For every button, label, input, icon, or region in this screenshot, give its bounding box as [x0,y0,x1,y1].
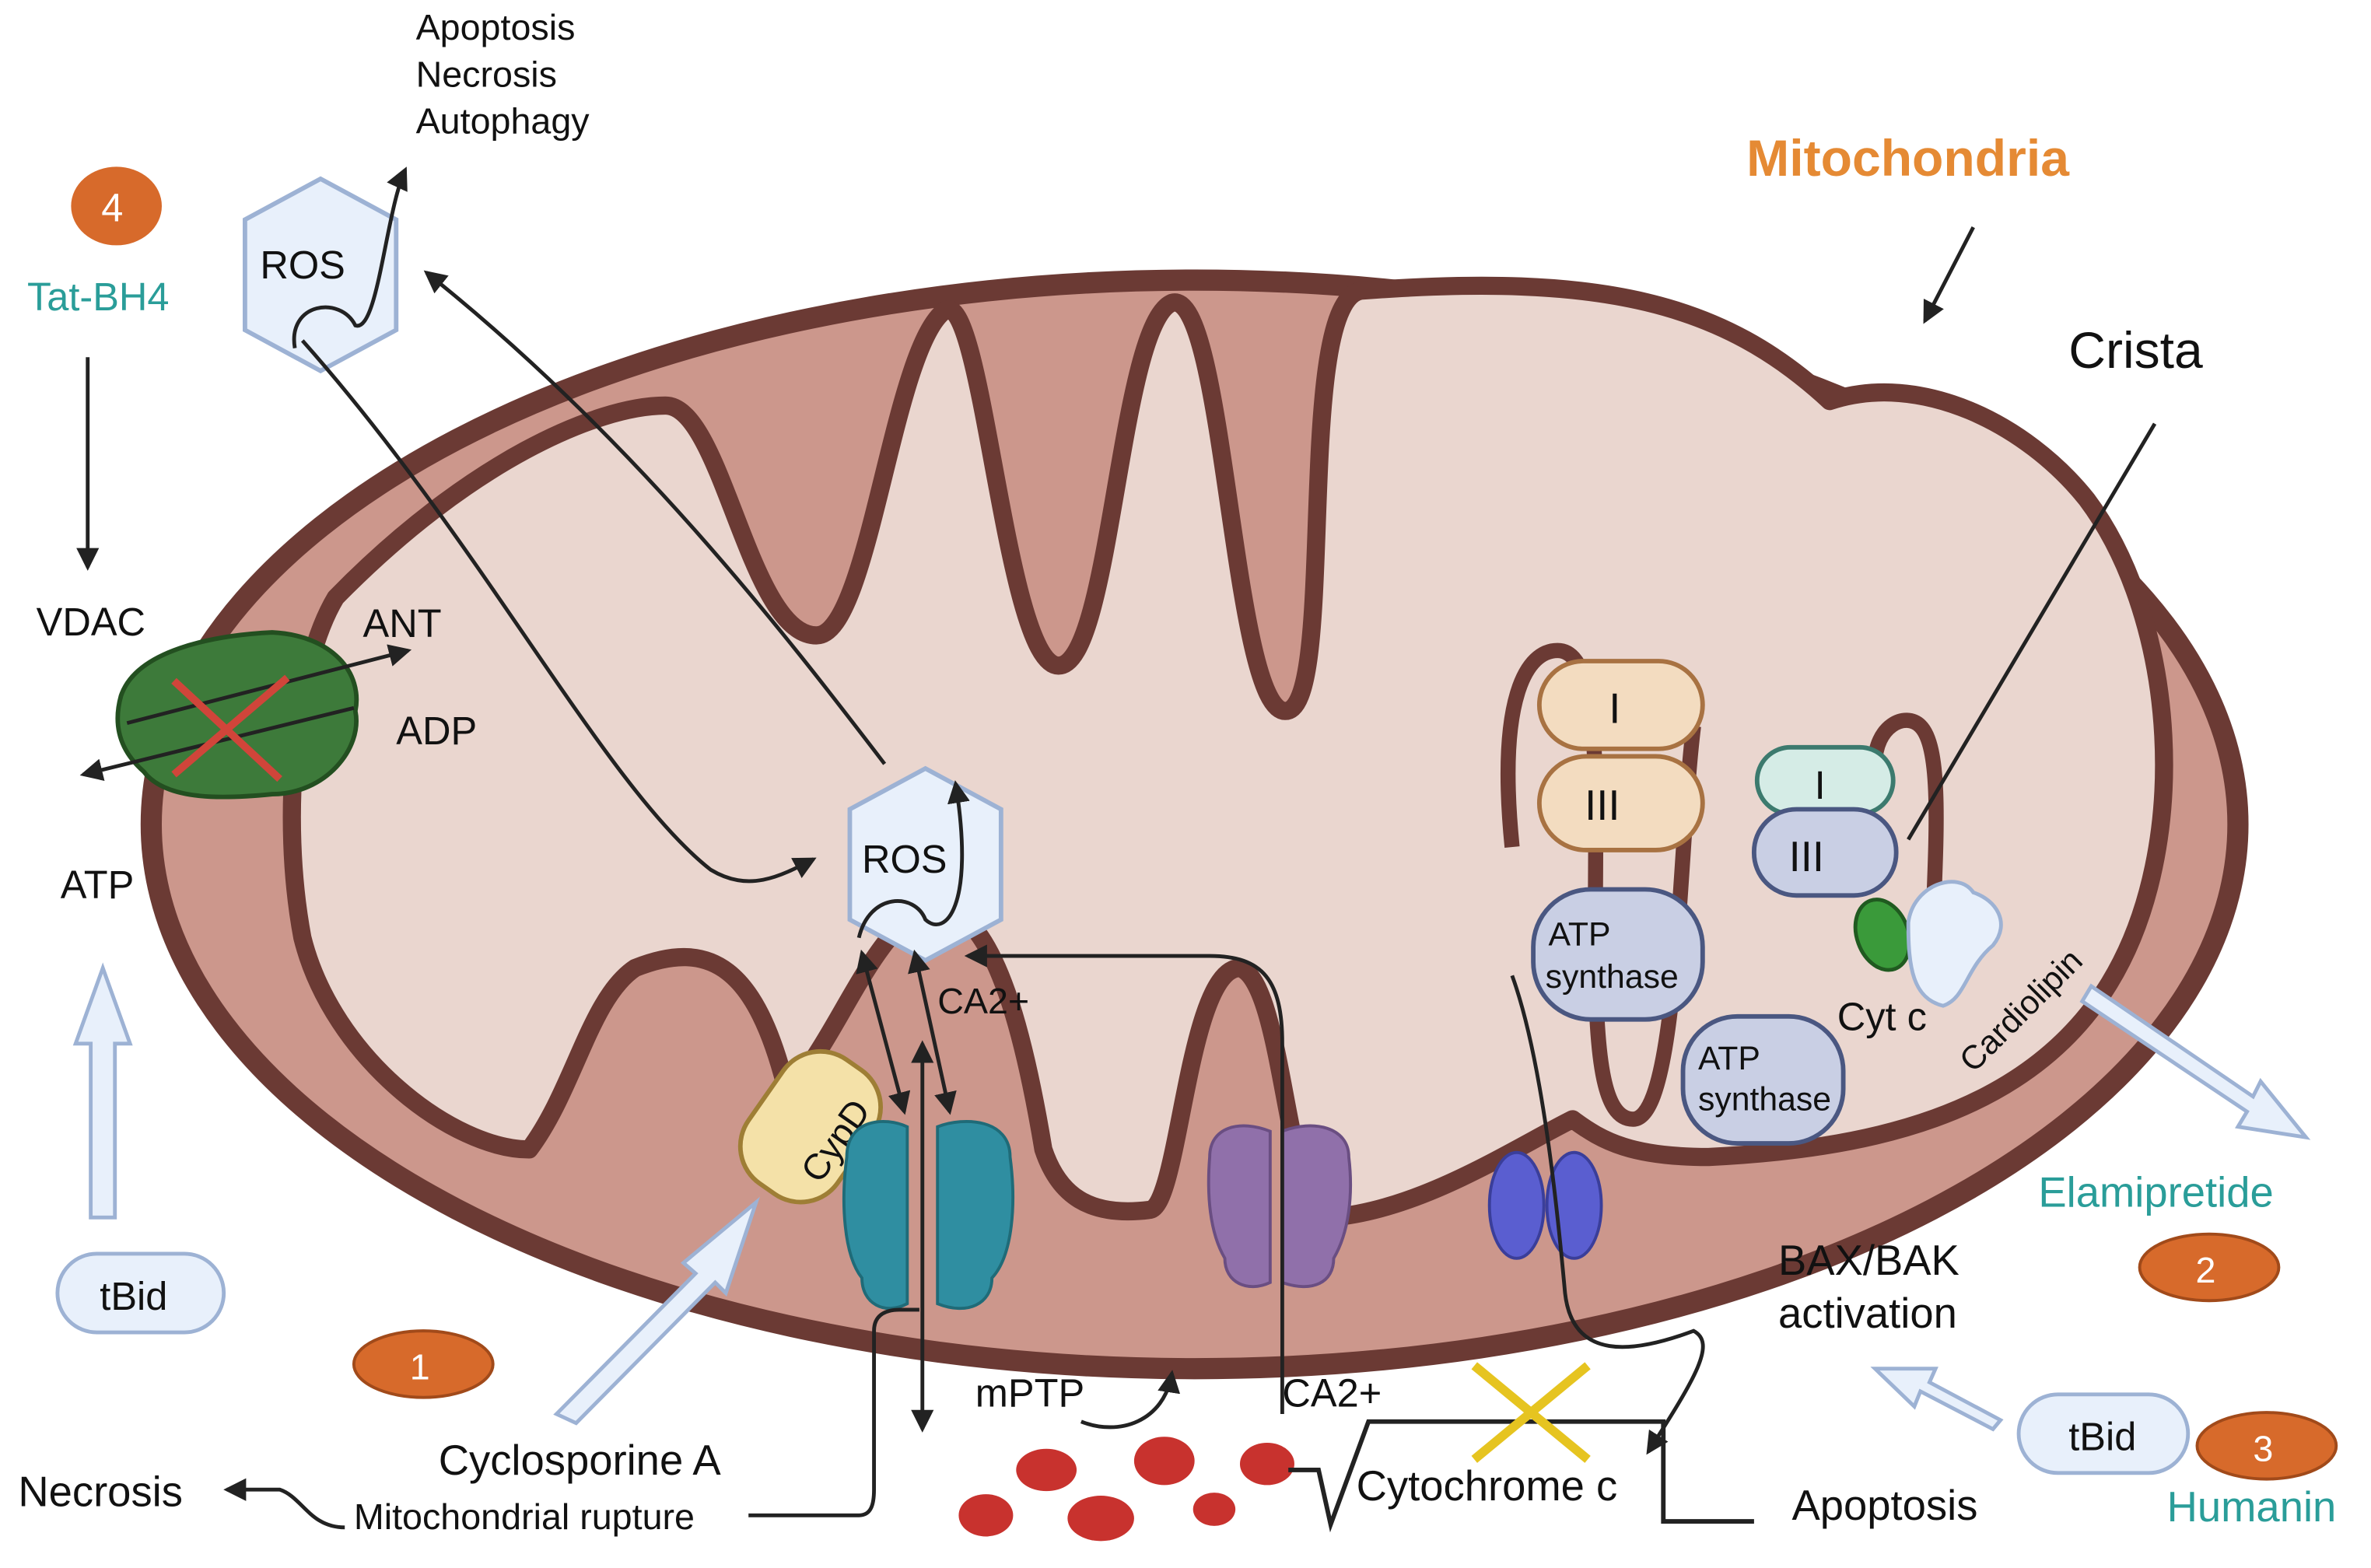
cytochrome-dot-1 [1016,1448,1077,1492]
tbid-left-box [55,1251,226,1335]
mitochondrion [140,269,2249,1380]
mptp-label: mPTP [975,1370,1084,1415]
vdac-label: VDAC [37,600,145,644]
purple-channel-icon [1207,1124,1353,1289]
cyclosporine-label: Cyclosporine A [439,1437,722,1484]
complex-iii-b-label: III [1789,833,1824,880]
complex-iii-a [1536,754,1705,852]
bax-bak-line1: BAX/BAK [1778,1237,1959,1284]
ros-center: ROS [847,765,1003,964]
outcome-autophagy: Autophagy [416,101,590,142]
tbid-left-label: tBid [100,1274,167,1318]
badge-4 [71,166,162,246]
atp-up-arrow [72,962,133,1220]
adp-label: ADP [396,709,477,753]
elamipretide-arrow [2079,983,2311,1140]
arrow-ros-top-to-center [300,339,817,884]
cyclosporine-arrow [553,1196,760,1426]
cyt-c-label: Cyt c [1837,994,1927,1038]
badge-1 [352,1329,495,1399]
elamipretide-label: Elamipretide [2038,1169,2273,1216]
atp-synthase-to-cytochrome [1510,975,1705,1455]
mptp-channel [842,1119,1014,1311]
outcome-apoptosis: Apoptosis [416,7,576,47]
cytochrome-block-2 [1471,1362,1591,1463]
badge-4-label: 4 [101,185,123,229]
atp-synthase-b-line1: ATP [1698,1040,1760,1077]
badge-3 [2195,1411,2338,1481]
cytochrome-dot-6 [1193,1493,1236,1526]
complex-i-a-label: I [1609,685,1620,733]
humanin-arrow [1870,1367,2004,1432]
mptp-ros-arrow-1 [856,949,911,1115]
rupture-label: Mitochondrial rupture [354,1496,695,1537]
complex-iii-a-label: III [1585,782,1620,829]
tat-bh4-label: Tat-BH4 [27,275,170,319]
cytochrome-dot-5 [1067,1496,1134,1542]
ca-outer-label: CA2+ [1282,1370,1382,1415]
mitochondria-title: Mitochondria [1746,130,2070,187]
complex-i-b-label: I [1815,763,1826,807]
cytochrome-dot-2 [1133,1437,1195,1486]
ros-center-squiggle [856,780,970,939]
mitochondria-pointer [1923,226,1975,324]
badge-1-label: 1 [410,1346,430,1387]
ros-top-squiggle [292,166,408,349]
bax-bak-line2: activation [1778,1290,1957,1337]
mptp-small-arrow [1080,1370,1181,1430]
vdac-channel [79,630,412,800]
atp-synthase-a-line1: ATP [1549,915,1611,953]
cytochrome-dot-3 [1239,1442,1294,1486]
crista-fold-2 [1867,712,1944,939]
necrosis-arrow [223,1478,345,1530]
tbid-right-box [2016,1392,2191,1475]
cytochrome-label: Cytochrome c [1357,1462,1618,1510]
complex-iii-b [1751,807,1899,898]
ros-center-label: ROS [862,837,947,881]
arrow-ros-center-to-top [423,270,887,765]
block-x-2 [171,674,290,778]
ros-top: ROS [242,166,408,374]
complex-i-a [1536,659,1705,751]
badge-3-label: 3 [2253,1428,2273,1468]
cytochrome-bracket [1288,1419,1754,1533]
badge-2-label: 2 [2196,1250,2216,1290]
outcome-necrosis: Necrosis [416,54,557,94]
ca-outer-path [964,944,1284,1415]
ca-inner-label: CA2+ [937,981,1029,1021]
crista-label: Crista [2068,322,2203,380]
tbid-right-label: tBid [2068,1415,2136,1459]
ant-adp-arrow-1 [126,644,412,726]
ros-top-hexagon [242,176,399,374]
badge-2 [2138,1232,2281,1303]
atp-synthase-a [1531,887,1705,1022]
atp-synthase-a-line2: synthase [1546,958,1679,996]
apoptosis-label: Apoptosis [1791,1482,1977,1529]
mptp-channel-icon [842,1119,1014,1311]
necrosis-label: Necrosis [18,1468,183,1516]
ros-top-label: ROS [260,243,345,287]
atp-label: ATP [61,863,135,907]
rupture-line [748,1307,919,1517]
atp-synthase-b [1680,1013,1846,1146]
vdac-icon [115,630,359,800]
crista-pointer [1907,422,2157,841]
bax-bak-pore-left [1487,1150,1546,1260]
mptp-ros-arrow-2 [908,949,957,1115]
cytochrome-dot-4 [958,1494,1014,1537]
ant-label: ANT [363,601,442,646]
humanin-label: Humanin [2167,1483,2337,1531]
cardiolipin-icon [1906,880,2003,1008]
atp-synthase-b-line2: synthase [1698,1080,1831,1118]
